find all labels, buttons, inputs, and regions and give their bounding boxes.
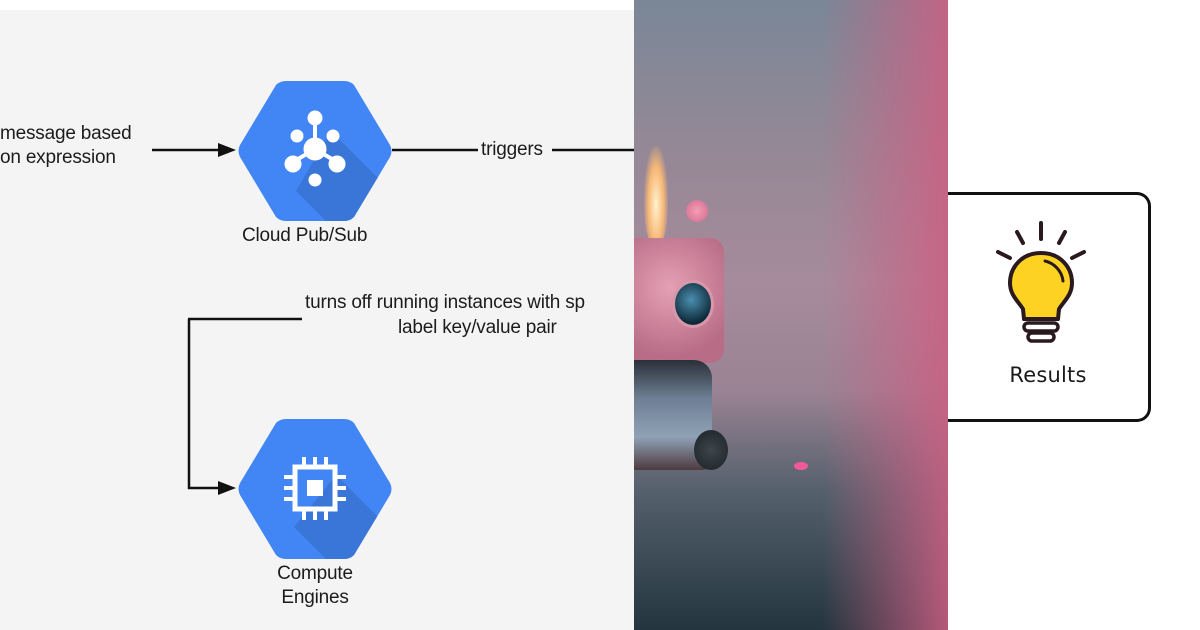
antenna-ball bbox=[686, 200, 708, 222]
results-label: Results bbox=[1009, 363, 1087, 387]
pubsub-node[interactable] bbox=[236, 81, 396, 221]
candle-flame bbox=[644, 146, 668, 244]
arrow-head-icon bbox=[218, 481, 236, 495]
architecture-diagram: message based on expression Cloud Pub/Su… bbox=[0, 10, 634, 630]
lightbulb-icon bbox=[996, 221, 1086, 343]
arrow-head-icon bbox=[218, 143, 236, 157]
pubsub-hub-icon bbox=[284, 110, 346, 187]
turn-off-label-line1: turns off running instances with sp bbox=[305, 292, 585, 313]
turn-off-label-line2: label key/value pair bbox=[398, 317, 557, 338]
robot-photo bbox=[634, 0, 948, 630]
results-card[interactable]: Results bbox=[948, 192, 1151, 422]
cpu-chip-icon bbox=[284, 457, 346, 520]
triggers-label: triggers bbox=[480, 138, 544, 162]
robot-eye bbox=[672, 280, 714, 328]
ground-light bbox=[794, 462, 808, 470]
compute-engine-label: Compute Engines bbox=[277, 563, 353, 608]
robot-wheel bbox=[694, 430, 728, 470]
compute-engine-node[interactable] bbox=[236, 419, 396, 559]
input-label: message based on expression bbox=[0, 123, 132, 168]
pubsub-label: Cloud Pub/Sub bbox=[242, 225, 368, 246]
connector-lines bbox=[152, 143, 634, 495]
